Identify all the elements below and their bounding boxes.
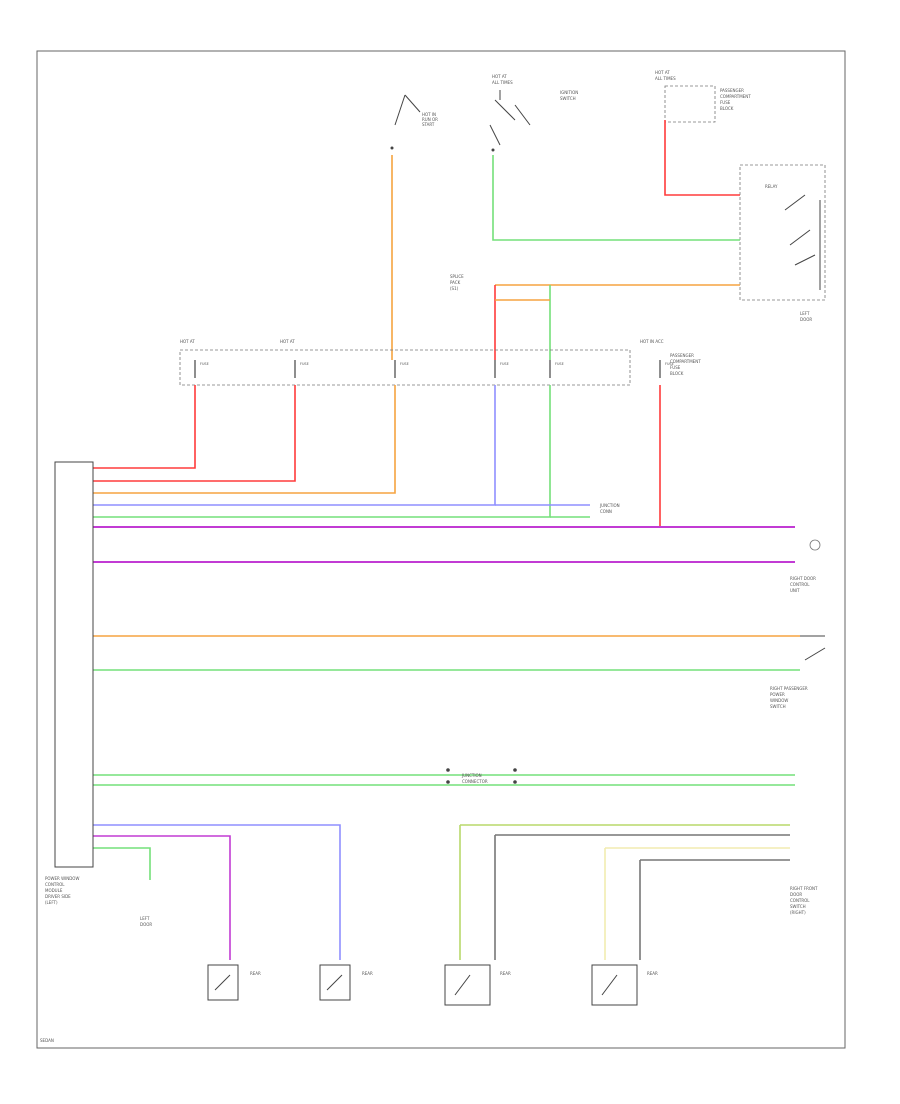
svg-text:FUSE: FUSE — [665, 362, 674, 366]
wire-blue-bottom — [93, 824, 341, 960]
passenger-window-switch: RIGHT PASSENGER POWER WINDOW SWITCH — [770, 635, 826, 709]
svg-text:POWER: POWER — [770, 692, 785, 697]
svg-text:FUSE: FUSE — [200, 362, 209, 366]
svg-text:RIGHT DOOR: RIGHT DOOR — [790, 576, 816, 581]
svg-text:DOOR: DOOR — [140, 922, 152, 927]
purple-wires — [93, 526, 795, 563]
svg-text:HOT AT: HOT AT — [280, 339, 295, 344]
bottom-switches: LEFT DOOR REAR REAR REAR REAR — [140, 916, 658, 1006]
svg-text:RUN OR: RUN OR — [422, 117, 438, 122]
svg-text:RIGHT PASSENGER: RIGHT PASSENGER — [770, 686, 808, 691]
wire-blue-1 — [93, 385, 496, 506]
svg-text:HOT AT: HOT AT — [655, 70, 670, 75]
svg-text:SWITCH: SWITCH — [770, 704, 786, 709]
svg-text:JUNCTION: JUNCTION — [461, 773, 482, 778]
svg-text:CONTROL: CONTROL — [790, 582, 810, 587]
svg-text:MODULE: MODULE — [45, 888, 63, 893]
svg-text:LEFT: LEFT — [800, 311, 810, 316]
splice-label: SPLICE PACK (S1) — [450, 274, 464, 291]
svg-text:HOT IN: HOT IN — [422, 112, 436, 117]
ignition-switch-label: IGNITION — [560, 90, 578, 95]
svg-text:PASSENGER: PASSENGER — [720, 88, 744, 93]
svg-text:(LEFT): (LEFT) — [45, 900, 58, 905]
svg-text:JUNCTION: JUNCTION — [599, 503, 620, 508]
bottom-wires — [93, 824, 790, 960]
footer-label: SEDAN — [40, 1038, 54, 1043]
relay-label: RELAY — [765, 184, 778, 189]
svg-text:FUSE: FUSE — [555, 362, 564, 366]
top-right-fuse: HOT AT ALL TIMES PASSENGER COMPARTMENT F… — [655, 70, 751, 123]
svg-text:SPLICE: SPLICE — [450, 274, 464, 279]
ground-symbol — [809, 539, 821, 551]
svg-text:RIGHT FRONT: RIGHT FRONT — [790, 886, 818, 891]
svg-text:(RIGHT): (RIGHT) — [790, 910, 806, 915]
svg-text:DRIVER SIDE: DRIVER SIDE — [45, 894, 71, 899]
svg-text:POWER WINDOW: POWER WINDOW — [45, 876, 79, 881]
switch-wires — [93, 635, 800, 671]
svg-text:DOOR: DOOR — [800, 317, 812, 322]
top-wires — [391, 120, 740, 360]
left-connector: POWER WINDOW CONTROL MODULE DRIVER SIDE … — [45, 461, 94, 905]
svg-text:FUSE: FUSE — [500, 362, 509, 366]
svg-text:PASSENGER: PASSENGER — [670, 353, 694, 358]
svg-text:REAR: REAR — [250, 971, 261, 976]
rear-connector-label: RIGHT FRONT DOOR CONTROL SWITCH (RIGHT) — [790, 886, 818, 915]
svg-text:SWITCH: SWITCH — [560, 96, 576, 101]
wire-red-1 — [93, 385, 196, 469]
wire-red-2 — [93, 385, 296, 482]
svg-text:FUSE: FUSE — [670, 365, 681, 370]
svg-text:UNIT: UNIT — [790, 588, 800, 593]
svg-text:FUSE: FUSE — [720, 100, 731, 105]
svg-text:BLOCK: BLOCK — [720, 106, 734, 111]
wire-orange-1 — [93, 385, 396, 494]
relay: RELAY LEFT DOOR — [739, 164, 826, 322]
splice-right-label: JUNCTION CONN — [599, 503, 620, 514]
svg-text:BLOCK: BLOCK — [670, 371, 684, 376]
svg-text:DOOR: DOOR — [790, 892, 802, 897]
svg-text:COMPARTMENT: COMPARTMENT — [670, 359, 701, 364]
wire-green-1 — [93, 385, 551, 518]
wire-green-bottom — [93, 847, 151, 880]
wire-red-relay — [664, 120, 740, 196]
svg-text:HOT IN ACC: HOT IN ACC — [640, 339, 664, 344]
wire-green-relay — [492, 155, 740, 241]
svg-text:WINDOW: WINDOW — [770, 698, 788, 703]
ignition-switch: HOT AT ALL TIMES HOT IN RUN OR START IGN… — [390, 74, 578, 152]
wire-purple-bottom — [93, 835, 231, 960]
svg-text:SWITCH: SWITCH — [790, 904, 806, 909]
svg-text:HOT AT: HOT AT — [492, 74, 507, 79]
svg-text:ALL TIMES: ALL TIMES — [492, 80, 513, 85]
svg-text:(S1): (S1) — [450, 286, 459, 291]
svg-text:PACK: PACK — [450, 280, 461, 285]
svg-text:CONTROL: CONTROL — [45, 882, 65, 887]
svg-text:ALL TIMES: ALL TIMES — [655, 76, 676, 81]
svg-text:LEFT: LEFT — [140, 916, 150, 921]
junction-wires — [93, 774, 795, 786]
svg-text:REAR: REAR — [647, 971, 658, 976]
svg-text:FUSE: FUSE — [400, 362, 409, 366]
svg-text:FUSE: FUSE — [300, 362, 309, 366]
fuse-feed-wires — [93, 385, 661, 527]
junction-connector: JUNCTION CONNECTOR — [446, 768, 517, 784]
svg-text:REAR: REAR — [362, 971, 373, 976]
svg-text:HOT AT: HOT AT — [180, 339, 195, 344]
svg-text:REAR: REAR — [500, 971, 511, 976]
diagram-frame — [36, 50, 846, 1049]
svg-text:CONTROL: CONTROL — [790, 898, 810, 903]
svg-text:CONN: CONN — [600, 509, 612, 514]
svg-text:CONNECTOR: CONNECTOR — [462, 779, 488, 784]
fuse-block: HOT AT HOT AT HOT IN ACC PASSENGER COMPA… — [179, 339, 701, 386]
right-door-label: RIGHT DOOR CONTROL UNIT — [790, 576, 816, 593]
svg-text:COMPARTMENT: COMPARTMENT — [720, 94, 751, 99]
svg-text:START: START — [422, 122, 435, 127]
